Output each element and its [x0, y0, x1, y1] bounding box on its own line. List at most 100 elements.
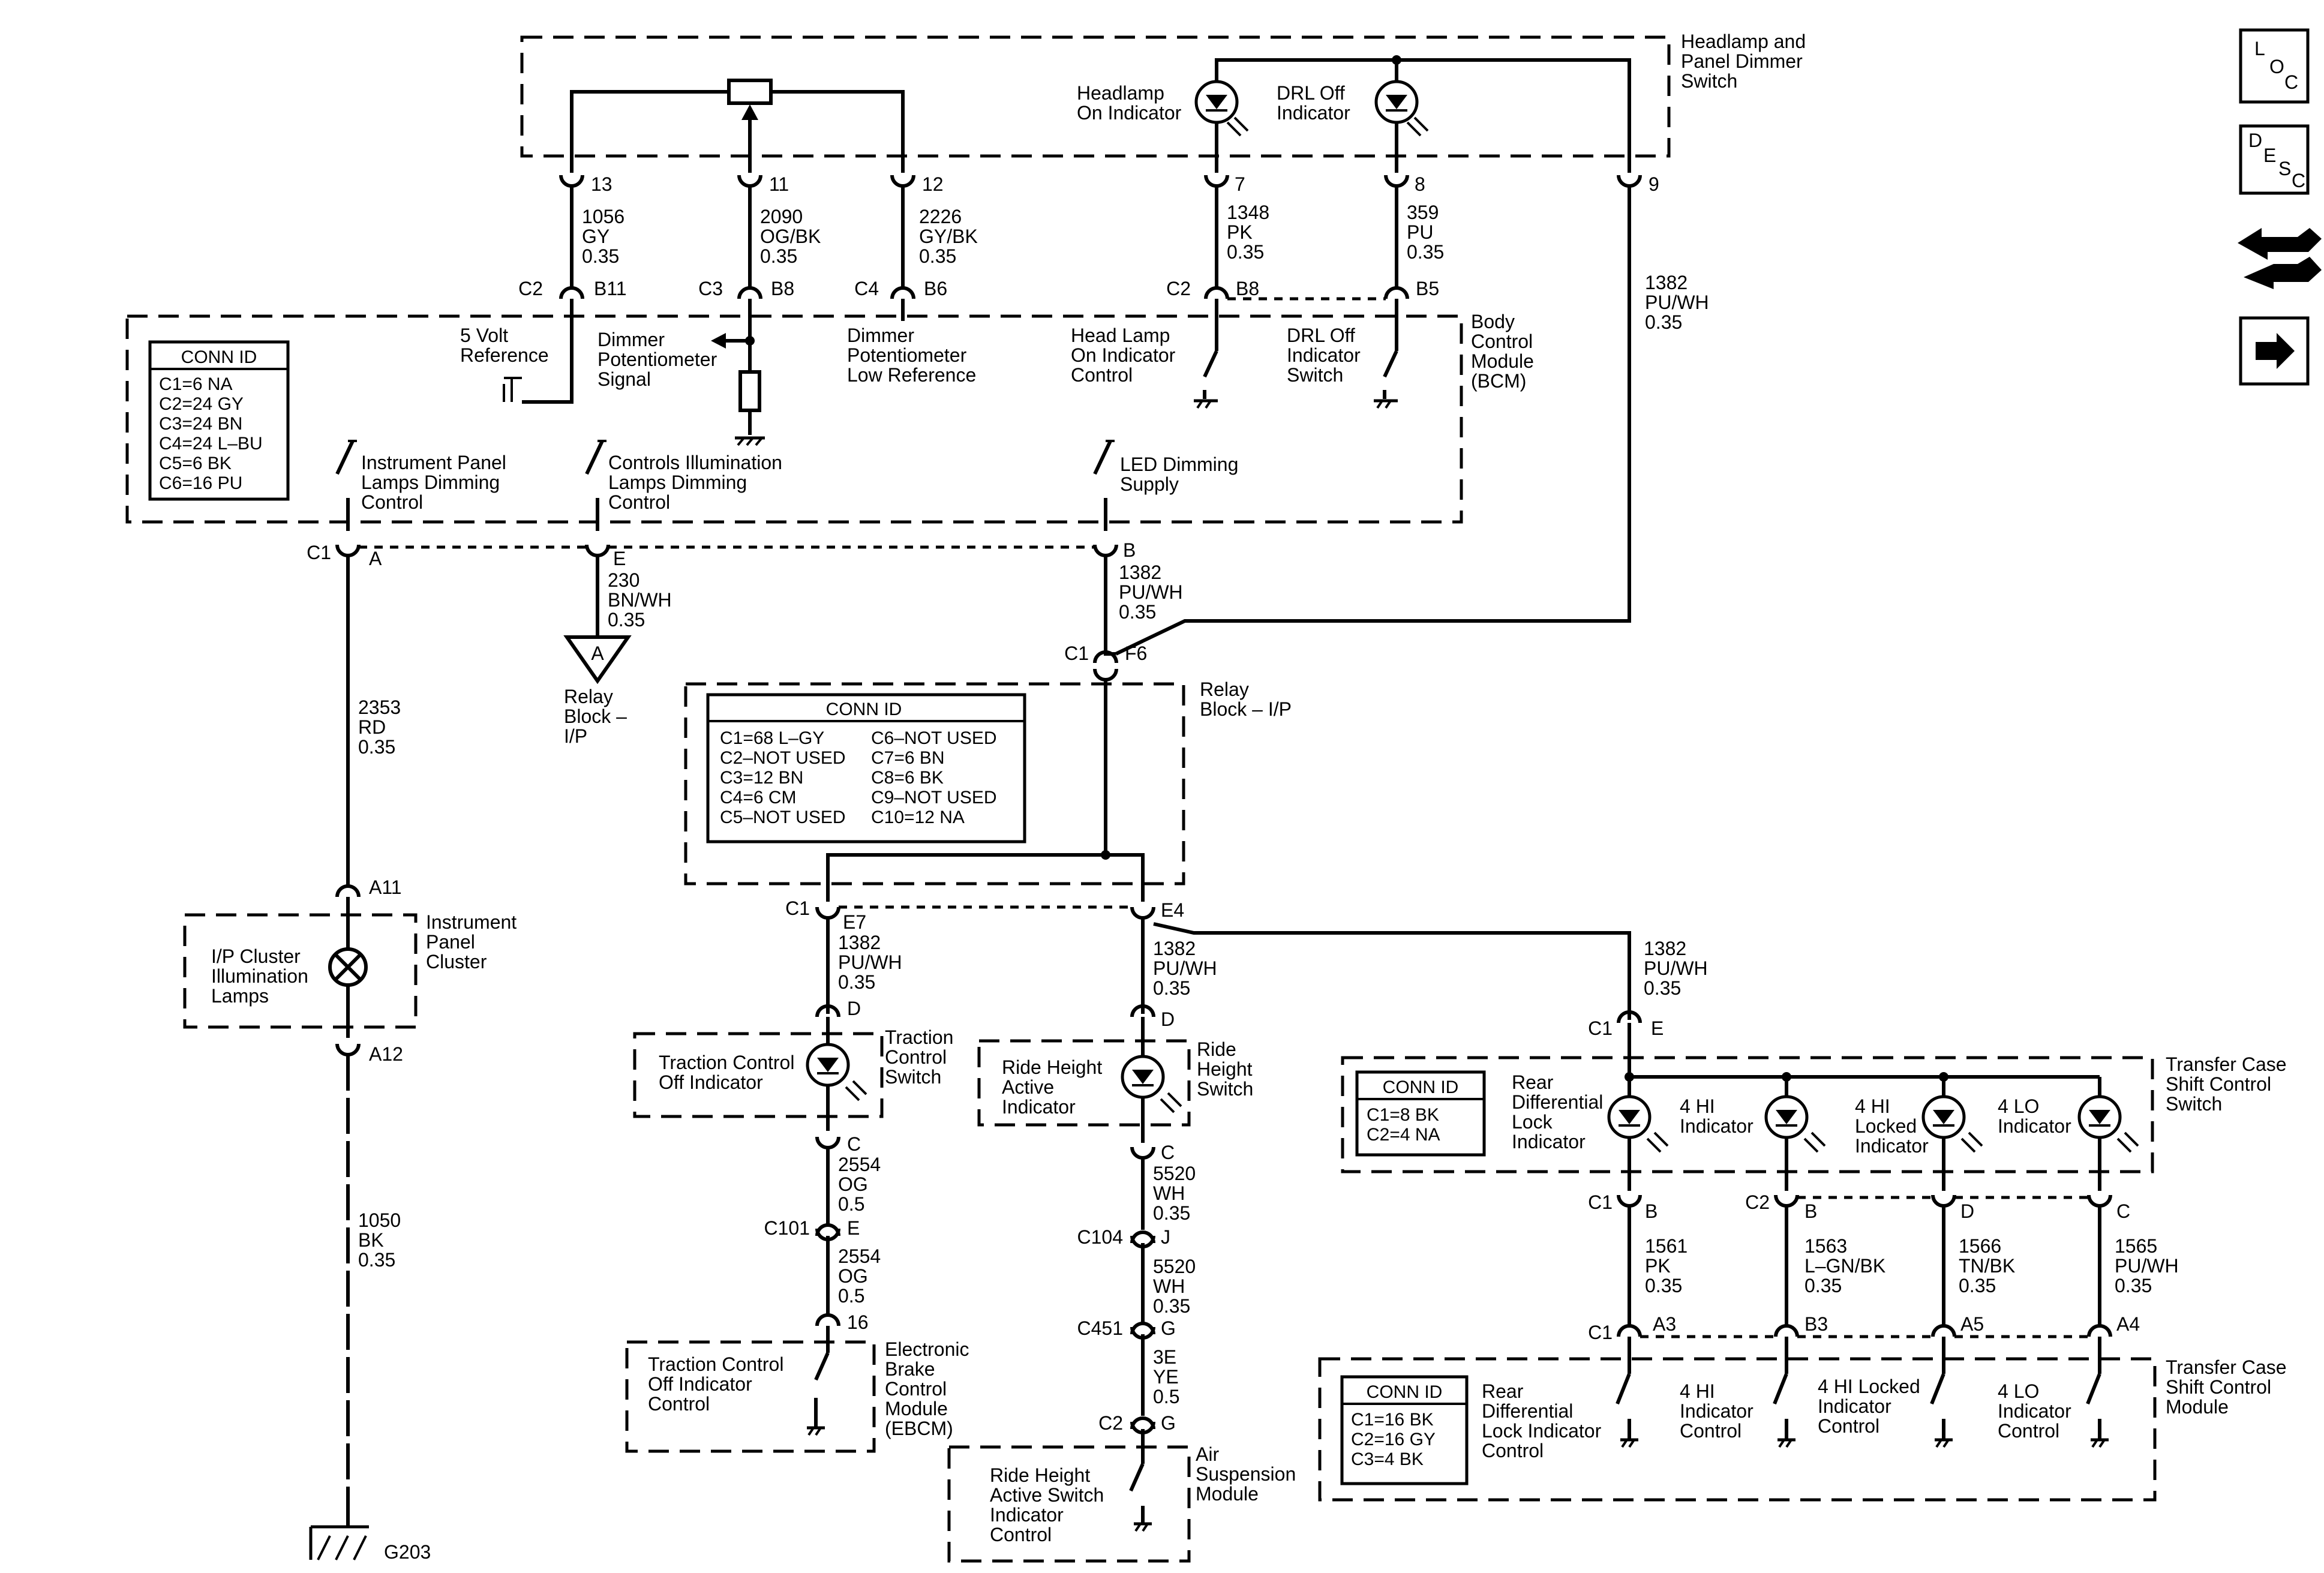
pin-label-e7: E7 [843, 911, 866, 933]
pin-label-d_tc: D [847, 998, 861, 1019]
conn-id-title: CONN ID [826, 700, 902, 719]
desc-letter: D [2248, 130, 2262, 151]
nav-icons: L O C D E S C [2238, 28, 2322, 386]
transfer-case-switch [1341, 1023, 2154, 1191]
conn-id-title: CONN ID [1383, 1077, 1459, 1097]
conn-id-line: C2=24 GY [159, 394, 244, 414]
conn-id-line: C1=8 BK [1367, 1105, 1439, 1125]
loc-icon[interactable]: L O C [2239, 28, 2310, 104]
pin-label-e4: E4 [1161, 899, 1184, 921]
pin-label-c_tc: C [847, 1133, 861, 1155]
ground-icon [1374, 399, 1398, 409]
ebcm-module [625, 1326, 876, 1453]
pin-label-c1_b: C1 [1588, 1191, 1613, 1213]
conn-id-line: C8=6 BK [871, 768, 944, 788]
desc-letter: C [2292, 170, 2305, 191]
pin-label-g_c2: G [1161, 1412, 1176, 1434]
pin-label-c3_b8: C3 [698, 278, 723, 299]
pin-label-b11: B11 [594, 278, 627, 299]
pin-label-p9: 9 [1649, 173, 1659, 195]
pin-label-b5: B5 [1416, 278, 1439, 299]
pin-label-c1_f6: C1 [1064, 643, 1089, 664]
desc-icon[interactable]: D E S C [2239, 124, 2310, 195]
pin-label-a3: A3 [1653, 1313, 1676, 1335]
pin-label-c_c2: C [2116, 1200, 2130, 1222]
pin-label-c2_g: C2 [1098, 1412, 1123, 1434]
conn-id-line: C5–NOT USED [720, 807, 846, 827]
loc-letter: C [2284, 71, 2298, 93]
ground-icon [1194, 399, 1218, 409]
pin-label-g451: G [1161, 1317, 1176, 1339]
pin-label-a4: A4 [2116, 1313, 2140, 1335]
pin-label-e101: E [847, 1217, 860, 1239]
conn-id-line: C1=16 BK [1351, 1410, 1434, 1430]
pin-label-a5: A5 [1960, 1313, 1984, 1335]
tc-module-pins [1617, 1324, 2112, 1338]
pin-label-e: E [613, 548, 626, 569]
conn-id-line: C1=68 L–GY [720, 728, 824, 748]
connector-icon[interactable] [2238, 228, 2322, 289]
pin-label-c1_a3: C1 [1588, 1322, 1613, 1343]
pin-label-e_tc: E [1651, 1017, 1664, 1039]
pin-label-a11: A11 [369, 876, 402, 898]
bcm-c1-pins [335, 544, 1118, 557]
ip-cluster [183, 897, 418, 1038]
desc-letter: E [2263, 145, 2276, 166]
pin-label-c2_b: C2 [1745, 1191, 1770, 1213]
transfer-switch-pins [1617, 1194, 2112, 1208]
pin-label-p12: 12 [922, 173, 944, 195]
pin-label-b_c1: B [1645, 1200, 1658, 1222]
conn-id-line: C5=6 BK [159, 454, 232, 473]
ground-g203-icon [309, 1513, 369, 1560]
pin-label-c1_e7: C1 [785, 897, 810, 919]
headlamp-switch [520, 35, 1671, 173]
pin-label-c451: C451 [1077, 1317, 1124, 1339]
desc-letter: S [2278, 158, 2291, 179]
four-hi-led [1764, 1095, 1826, 1153]
conn-id-line: C6–NOT USED [871, 728, 997, 748]
four-lo-led [2077, 1095, 2139, 1153]
conn-id-title: CONN ID [1367, 1382, 1443, 1402]
arrow-right-icon[interactable] [2239, 316, 2310, 386]
pin-label-f6: F6 [1125, 643, 1147, 664]
rear-diff-led [1607, 1095, 1669, 1153]
transfer-case-module [1318, 1337, 2157, 1502]
conn-id-line: C7=6 BN [871, 748, 945, 768]
ride-height-switch [977, 1017, 1191, 1143]
pin-label-a12: A12 [369, 1043, 403, 1065]
